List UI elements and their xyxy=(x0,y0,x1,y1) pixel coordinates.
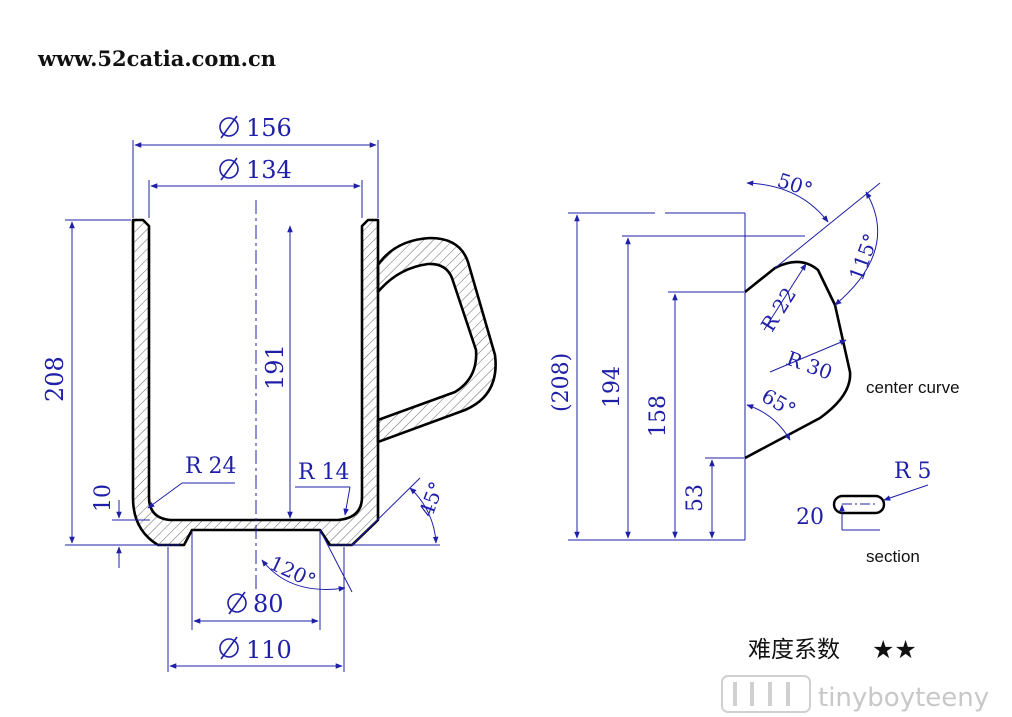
bilibili-logo xyxy=(721,675,811,713)
front-view: 156 134 208 191 10 R 24 R 14 xyxy=(41,114,497,672)
mug-handle-section xyxy=(376,236,497,444)
svg-text:110: 110 xyxy=(246,636,292,664)
dim-foot-inner-diameter: 80 xyxy=(227,590,284,618)
dim-base-fillet: R 24 xyxy=(185,454,237,479)
dim-corner-angle: 115° xyxy=(844,230,883,283)
difficulty-label: 难度系数 xyxy=(748,637,840,663)
dim-foot-outer-diameter: 110 xyxy=(219,636,292,664)
dim-inner-depth: 191 xyxy=(261,344,289,390)
side-view: (208) 194 158 53 50° 115° R 22 R 30 65° … xyxy=(549,168,960,541)
dim-side-overall-height: (208) xyxy=(549,353,574,412)
dim-bottom-angle: 65° xyxy=(758,384,801,423)
section-view: 20 R 5 section xyxy=(796,459,932,566)
dim-inner-diameter: 134 xyxy=(219,156,292,184)
svg-text:156: 156 xyxy=(246,114,292,142)
dim-top-angle: 50° xyxy=(774,168,815,202)
svg-text:80: 80 xyxy=(253,590,284,618)
dim-section-radius: R 5 xyxy=(894,459,932,484)
watermark-text: tinyboyteeny xyxy=(818,683,989,713)
dim-outer-diameter: 156 xyxy=(219,114,292,142)
label-center-curve: center curve xyxy=(866,378,960,397)
dim-mid-radius: R 30 xyxy=(783,346,835,385)
dim-handle-bottom: 53 xyxy=(683,484,708,512)
dim-foot-fillet: R 14 xyxy=(298,460,350,485)
dim-base-height: 10 xyxy=(91,484,116,512)
label-section: section xyxy=(866,547,920,566)
mug-body-section xyxy=(131,218,380,547)
site-url: www.52catia.com.cn xyxy=(37,46,276,71)
dim-top-radius: R 22 xyxy=(756,283,801,335)
dim-overall-height: 208 xyxy=(41,356,69,402)
dim-section-width: 20 xyxy=(796,505,824,530)
dim-handle-top: 194 xyxy=(600,366,625,408)
dim-foot-cone-angle: 120° xyxy=(266,551,320,593)
dim-foot-angle: 45° xyxy=(414,478,449,520)
difficulty-stars: ★★ xyxy=(872,635,917,664)
svg-text:134: 134 xyxy=(246,156,292,184)
handle-section-profile xyxy=(832,494,886,515)
dim-handle-upper: 158 xyxy=(646,395,671,437)
